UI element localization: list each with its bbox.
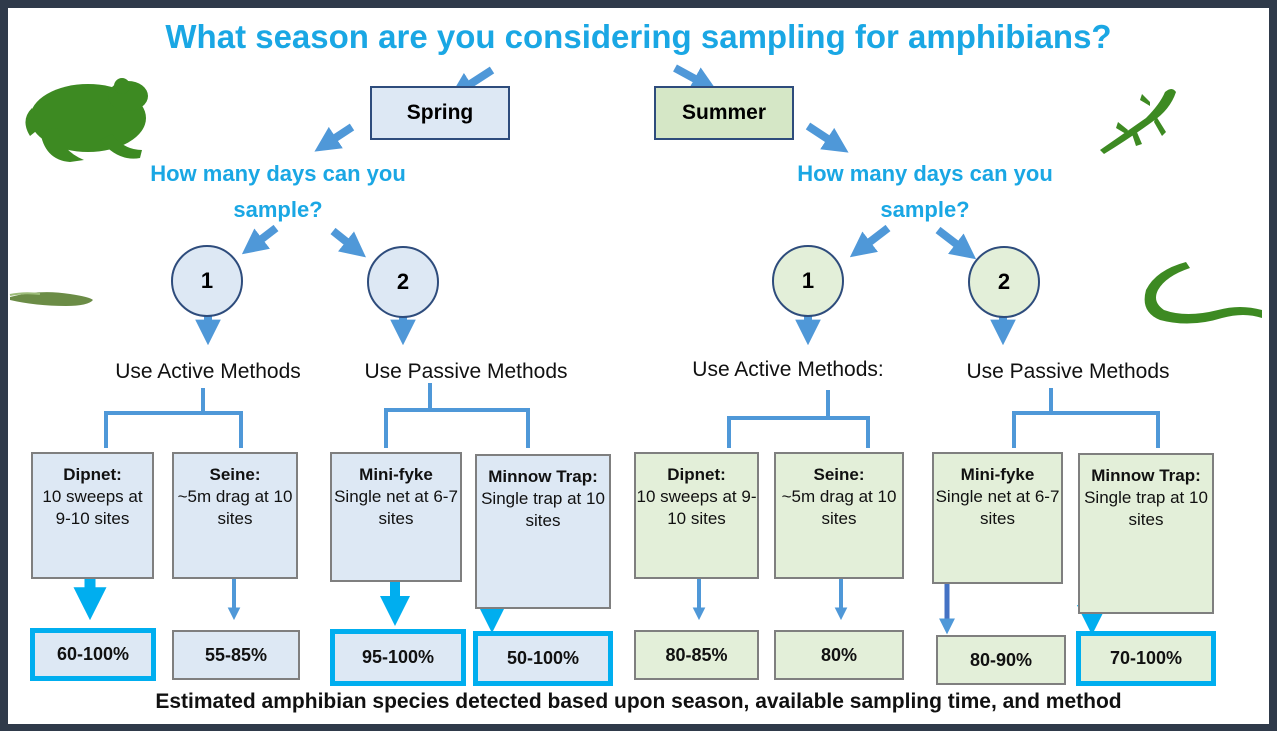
method-description: ~5m drag at 10 sites (177, 487, 293, 528)
spring-minifyke-result: 95-100% (330, 629, 466, 686)
diagram-footer-caption: Estimated amphibian species detected bas… (155, 690, 1122, 713)
method-description: 10 sweeps at 9-10 sites (42, 487, 143, 528)
method-description: Single net at 6-7 sites (334, 487, 458, 528)
spring-seine-method: Seine: ~5m drag at 10 sites (172, 452, 298, 579)
spring-days-question: How many days can you sample? (150, 161, 406, 222)
spring-minifyke-method: Mini-fyke Single net at 6-7 sites (330, 452, 462, 582)
bracket-summer-active (727, 390, 870, 448)
bracket-spring-active (104, 388, 243, 448)
method-description: ~5m drag at 10 sites (781, 487, 897, 528)
spring-day-2-circle: 2 (367, 246, 439, 318)
summer-minifyke-method: Mini-fyke Single net at 6-7 sites (932, 452, 1063, 584)
newt-icon (1144, 262, 1262, 324)
summer-days-question: How many days can you sample? (797, 161, 1053, 222)
summer-day-2-circle: 2 (968, 246, 1040, 318)
spring-seine-result: 55-85% (172, 630, 300, 680)
method-description: Single trap at 10 sites (481, 489, 605, 530)
summer-minifyke-result: 80-90% (936, 635, 1066, 685)
method-name: Seine: (813, 465, 865, 484)
summer-day-1-circle: 1 (772, 245, 844, 317)
summer-season-box: Summer (654, 86, 794, 140)
method-description: Single net at 6-7 sites (935, 487, 1060, 528)
summer-dipnet-result: 80-85% (634, 630, 759, 680)
summer-dipnet-method: Dipnet: 10 sweeps at 9-10 sites (634, 452, 759, 579)
frog-icon (25, 78, 148, 162)
method-name: Mini-fyke (960, 465, 1035, 484)
method-name: Seine: (209, 465, 261, 484)
bracket-spring-passive (384, 383, 530, 448)
tadpole-icon (9, 292, 93, 306)
summer-passive-methods-heading: Use Passive Methods (966, 360, 1170, 383)
arrow-spring-q-to-day1 (241, 224, 279, 255)
diagram-panel (8, 8, 1269, 724)
salamander-icon (1100, 89, 1176, 154)
diagram-title: What season are you considering sampling… (165, 18, 1112, 55)
arrow-spring-to-question (314, 123, 355, 152)
method-name: Dipnet: (63, 465, 122, 484)
bracket-summer-passive (1012, 388, 1160, 448)
spring-active-methods-heading: Use Active Methods (115, 360, 301, 383)
summer-seine-result: 80% (774, 630, 904, 680)
spring-dipnet-result: 60-100% (30, 628, 156, 681)
method-description: Single trap at 10 sites (1084, 488, 1208, 529)
spring-minnow-trap-result: 50-100% (473, 631, 613, 686)
arrow-title-to-summer (673, 64, 717, 91)
summer-minnow-trap-result: 70-100% (1076, 631, 1216, 686)
spring-minnow-trap-method: Minnow Trap: Single trap at 10 sites (475, 454, 611, 609)
method-name: Dipnet: (667, 465, 726, 484)
method-name: Minnow Trap: (488, 467, 598, 486)
arrow-summer-to-question (805, 122, 849, 153)
method-description: 10 sweeps at 9-10 sites (636, 487, 757, 528)
method-name: Mini-fyke (359, 465, 433, 484)
spring-passive-methods-heading: Use Passive Methods (364, 360, 568, 383)
spring-season-box: Spring (370, 86, 510, 140)
summer-minnow-trap-method: Minnow Trap: Single trap at 10 sites (1078, 453, 1214, 614)
summer-active-methods-heading: Use Active Methods: (692, 358, 884, 381)
arrow-spring-q-to-day2 (330, 227, 366, 258)
method-name: Minnow Trap: (1091, 466, 1201, 485)
arrow-summer-q-to-day2 (935, 226, 977, 260)
arrow-summer-q-to-day1 (849, 224, 891, 258)
summer-seine-method: Seine: ~5m drag at 10 sites (774, 452, 904, 579)
spring-dipnet-method: Dipnet: 10 sweeps at 9-10 sites (31, 452, 154, 579)
spring-day-1-circle: 1 (171, 245, 243, 317)
